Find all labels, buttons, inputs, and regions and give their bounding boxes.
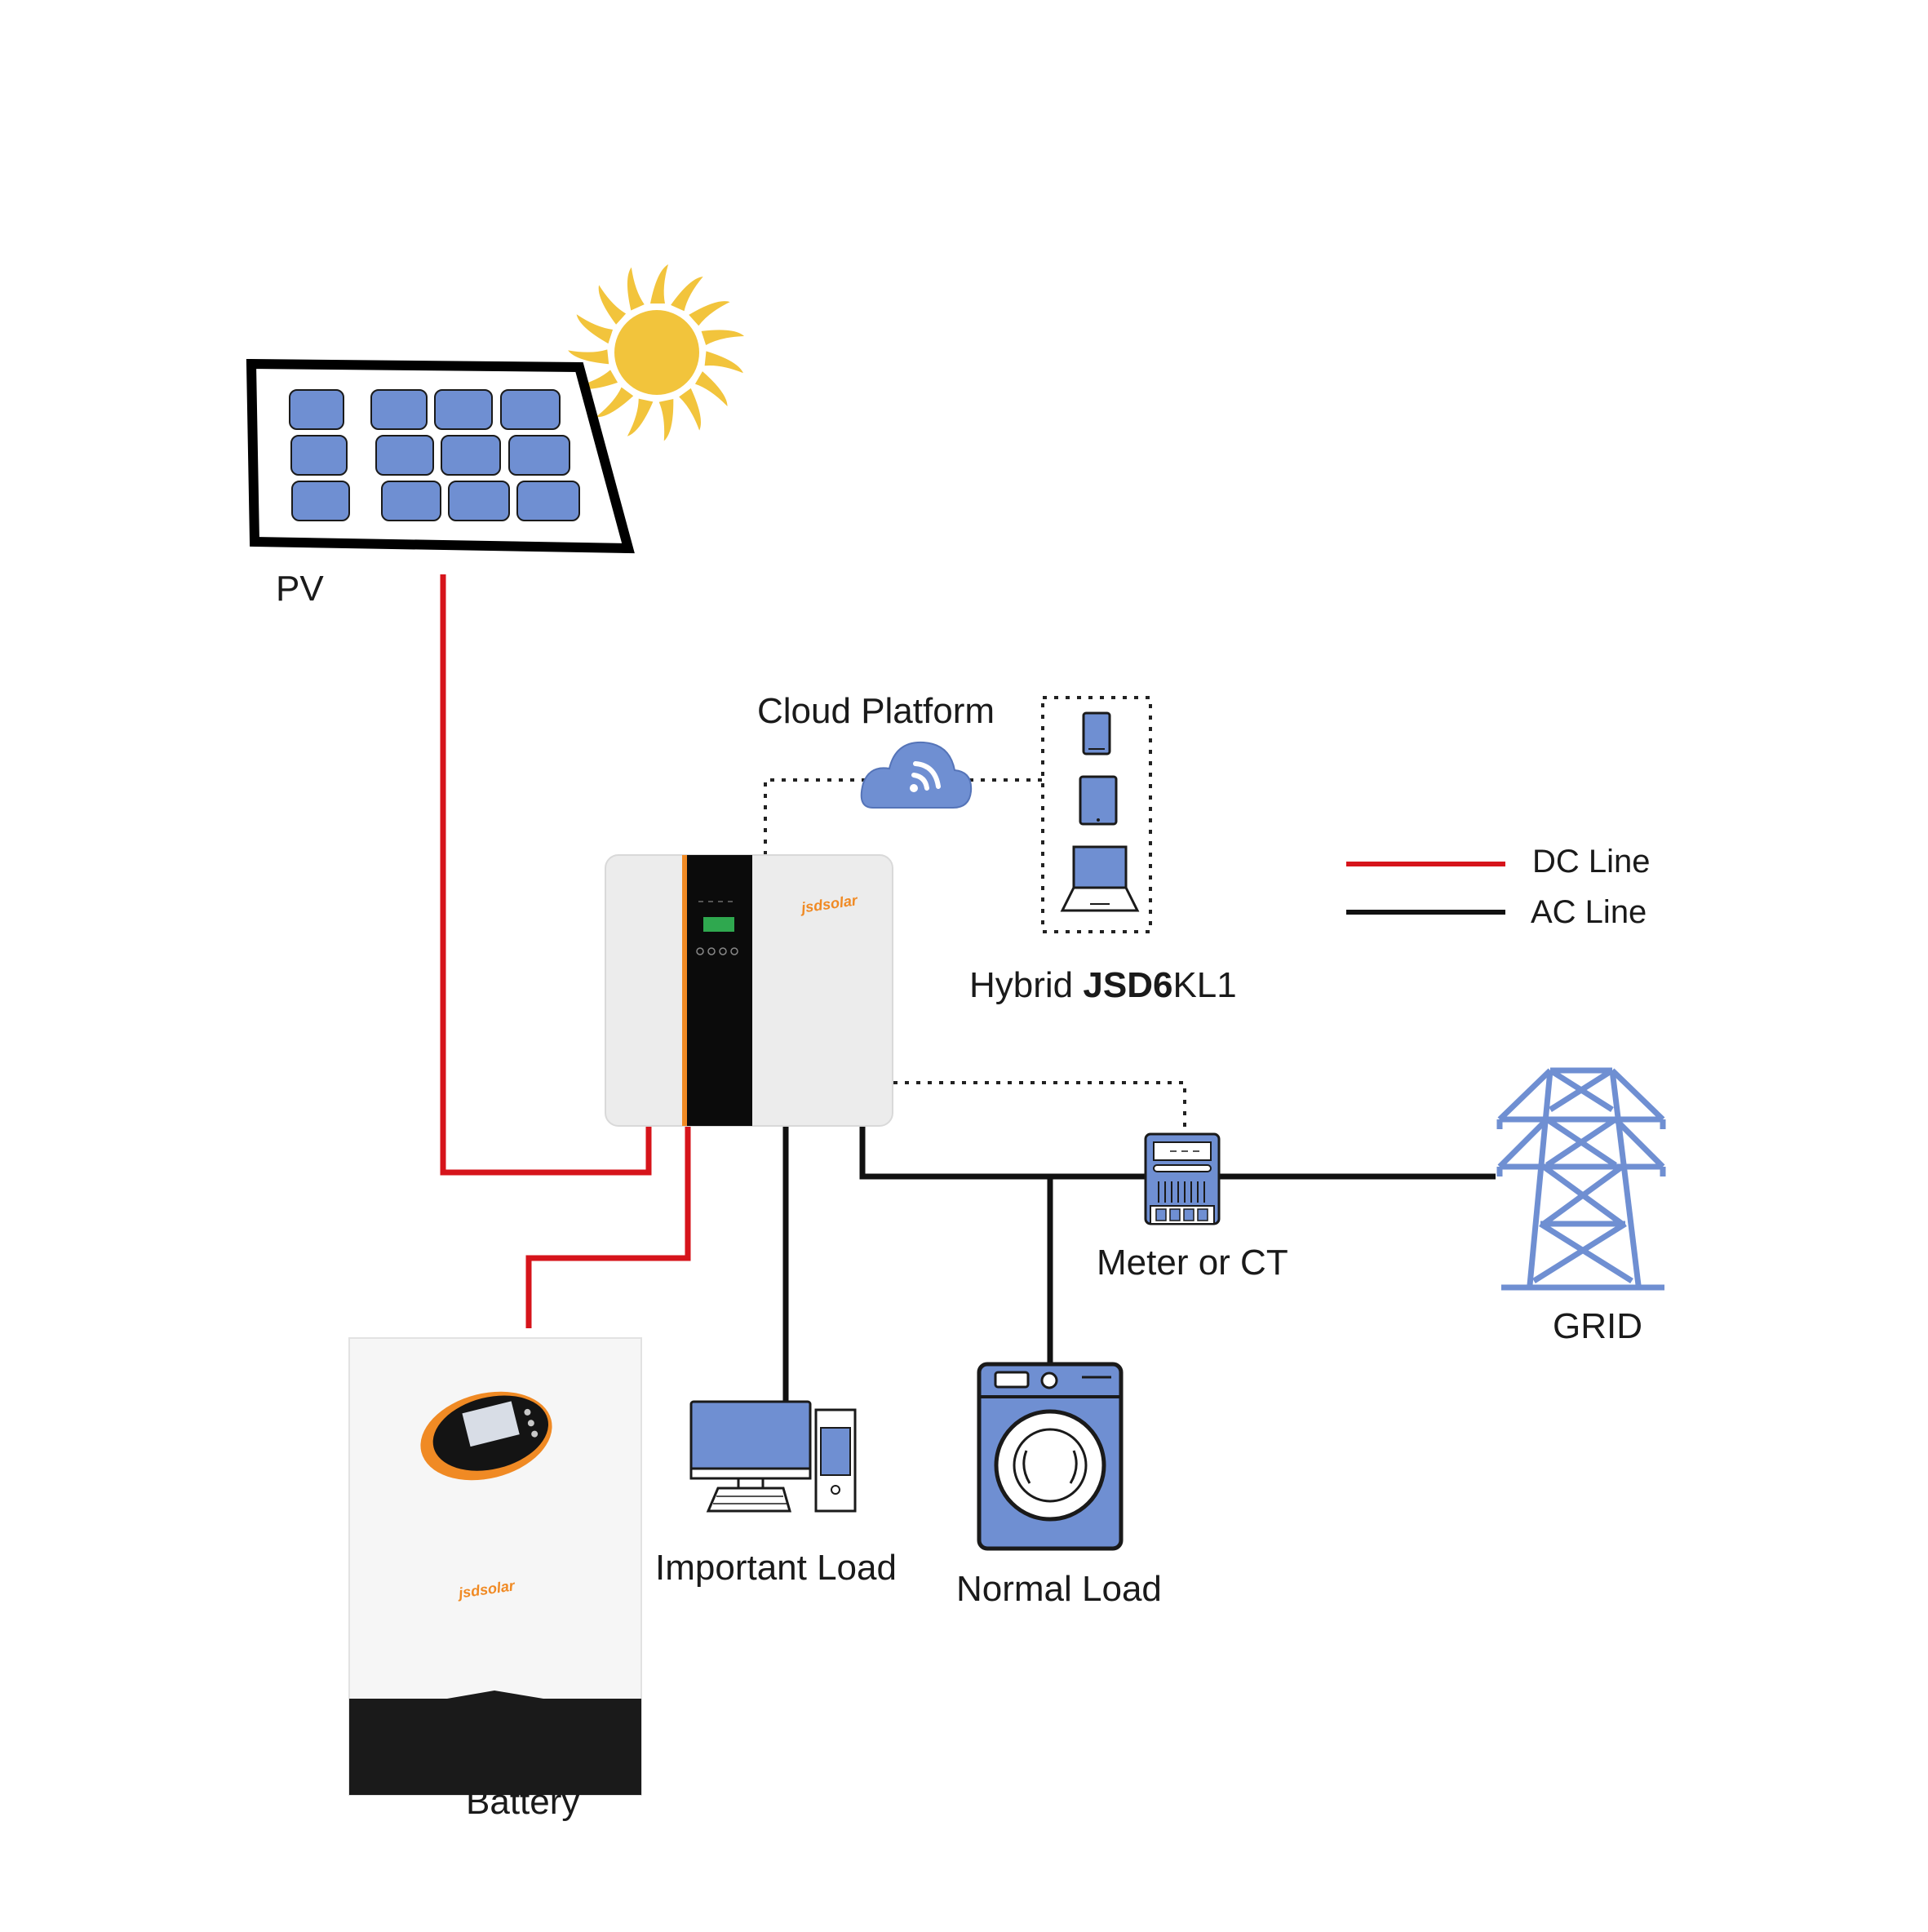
meter-label: Meter or CT [1097,1243,1288,1283]
hybrid-inverter [605,854,893,1127]
grid-label: GRID [1553,1306,1642,1346]
inverter-display [703,917,734,932]
solar-panel-icon [246,358,635,554]
inverter-to-meter-line [893,1081,1186,1134]
battery-unit [348,1337,642,1796]
ac-lines [782,1126,1496,1403]
desktop-computer-icon [689,1400,857,1513]
laptop-icon [1060,845,1140,912]
grid-line [859,1126,1496,1180]
battery-label: Battery [466,1782,580,1822]
comm-lines [764,696,1186,1134]
inverter-to-cloud-line [764,778,866,855]
grid-tower-icon [1496,1067,1666,1291]
battery-lcd-panel [420,1391,552,1481]
washing-machine-icon [977,1362,1124,1551]
inverter-leds [698,901,733,902]
inverter-buttons [696,947,738,955]
hybrid-model-rest: KL1 [1172,965,1237,1005]
hybrid-prefix: Hybrid [969,965,1084,1005]
cloud-platform-label: Cloud Platform [757,691,995,731]
legend-dc-label: DC Line [1532,844,1651,880]
meter-icon [1144,1132,1221,1225]
legend [1346,862,1505,915]
battery-to-inverter-line [525,1126,691,1328]
pv-to-inverter-line [440,574,652,1176]
legend-ac-label: AC Line [1531,894,1647,930]
cloud-wifi-icon [860,741,973,809]
important-load-label: Important Load [655,1548,897,1588]
tablet-icon [1079,775,1118,826]
phone-icon [1082,711,1111,756]
pv-label: PV [276,569,324,609]
normal-load-label: Normal Load [956,1569,1162,1609]
hybrid-model-bold: JSD6 [1083,965,1173,1005]
dc-lines [440,574,691,1328]
hybrid-model-label: Hybrid JSD6KL1 [969,968,1237,1004]
